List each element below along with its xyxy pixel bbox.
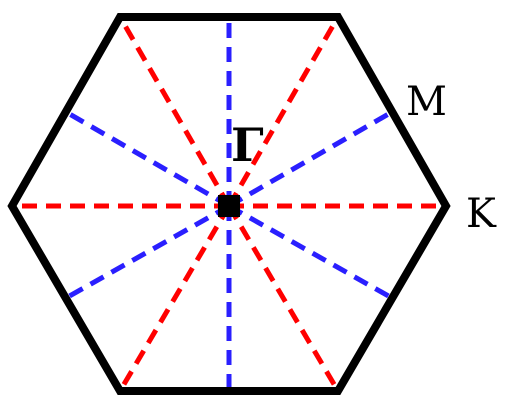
edge-line-m-upper-right (227, 109, 394, 209)
m-label: M (406, 79, 447, 125)
vertex-line-top-right (226, 15, 341, 208)
vertex-line-bottom-left (117, 204, 232, 393)
hexagon-boundary (7, 13, 451, 395)
edge-line-upper-left (64, 109, 231, 209)
edge-line-lower-left (64, 203, 231, 301)
vertex-line-bottom-right (226, 204, 341, 393)
vertex-line-top-left (117, 15, 232, 208)
edge-lines (64, 17, 394, 391)
gamma-point-marker (218, 195, 240, 217)
vertex-lines (12, 15, 446, 393)
k-label: K (466, 191, 497, 237)
edge-line-lower-right (227, 203, 394, 301)
gamma-label: Γ (231, 118, 264, 172)
